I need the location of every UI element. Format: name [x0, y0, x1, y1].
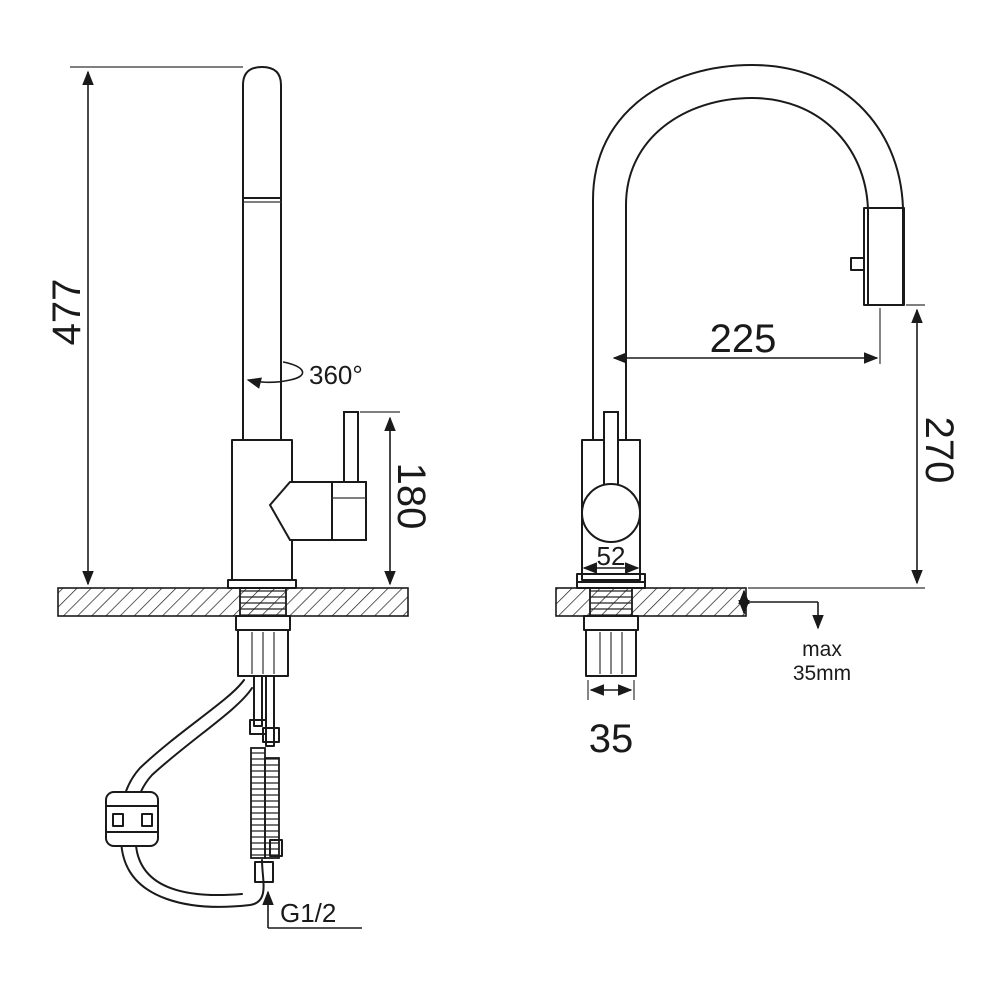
dim-lever-height: 180: [360, 411, 433, 586]
dim-35-text: 35: [589, 717, 634, 761]
countertop-right: [555, 587, 747, 617]
gooseneck-inner: [625, 97, 869, 441]
nut-upper-side: [235, 615, 291, 631]
dim-225-text: 225: [710, 317, 777, 361]
dim-477-text: 477: [45, 279, 89, 346]
thread-front: [589, 587, 633, 617]
lever-hub-front: [581, 483, 641, 543]
gooseneck-outer: [592, 64, 904, 441]
max-label-text: max: [802, 638, 842, 661]
dim-52-text: 52: [597, 541, 626, 571]
side-view: 477 360° 180 G1/2: [45, 66, 433, 929]
dim-thread-diameter: 35: [587, 680, 635, 761]
base-ring-side: [227, 579, 297, 589]
dim-total-height: 477: [45, 66, 243, 586]
rotation-text: 360°: [309, 360, 363, 390]
dim-270-text: 270: [917, 417, 961, 484]
lever-handle-side: [268, 411, 367, 541]
dim-180-text: 180: [389, 463, 433, 530]
hose-weight: [105, 791, 159, 847]
dim-spout-height: 270: [748, 304, 961, 589]
countertop-left: [57, 587, 409, 617]
supply-hoses: [249, 675, 283, 883]
base-plate-front: [576, 581, 646, 589]
rotation-indicator: 360°: [246, 360, 363, 390]
nut-upper-front: [583, 615, 639, 631]
nut-lower-front: [585, 629, 637, 677]
max-value-text: 35mm: [793, 662, 851, 685]
thread-side: [239, 587, 287, 617]
connection-label: G1/2: [262, 890, 362, 929]
connection-text: G1/2: [280, 898, 336, 928]
pull-out-hose: [119, 679, 265, 908]
dim-reach: 225: [612, 308, 881, 364]
dim-max-thickness: max 35mm: [738, 589, 851, 685]
front-view: 225 270 52 35 max 35mm: [555, 64, 961, 761]
spray-head: [863, 207, 905, 306]
spout-tube-side: [242, 66, 282, 441]
dim-body-width: 52: [582, 541, 640, 574]
